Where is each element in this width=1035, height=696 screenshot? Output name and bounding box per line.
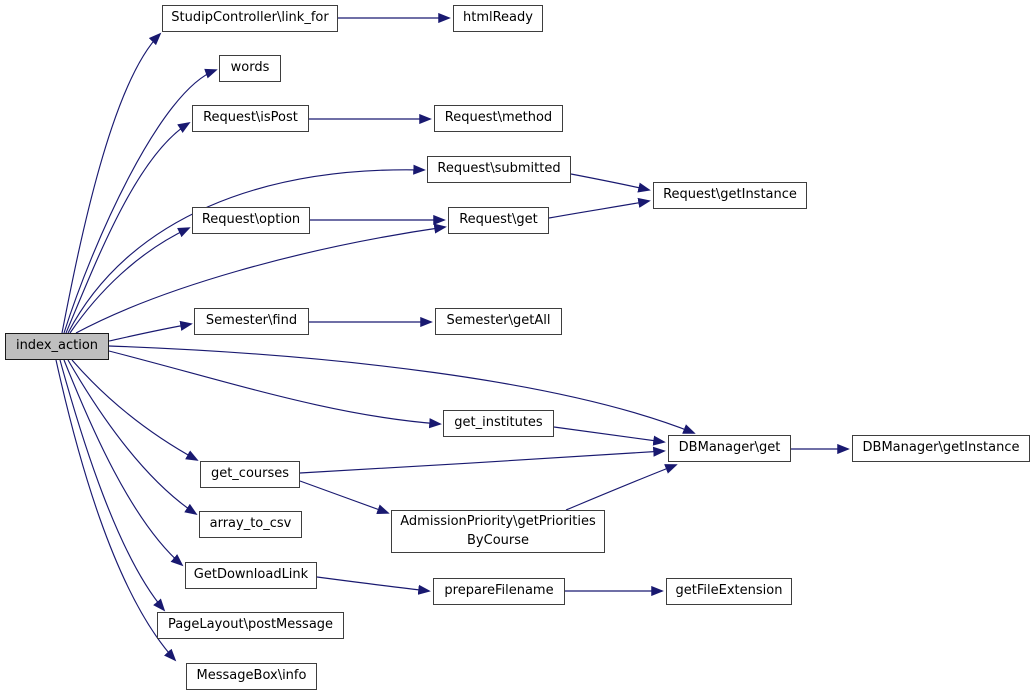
edge-index_action-to-messageBoxInfo xyxy=(55,359,177,662)
node-label: htmlReady xyxy=(463,10,533,26)
edge-index_action-to-postMessage xyxy=(59,359,166,612)
edge-GetDownloadLink-to-prepareFilename xyxy=(316,576,431,595)
edge-index_action-to-link_for xyxy=(61,32,162,334)
node-label: GetDownloadLink xyxy=(193,567,309,583)
node-label: get_courses xyxy=(210,466,290,482)
node-label: Request\getInstance xyxy=(663,187,797,203)
node-requestGetInstance[interactable]: Request\getInstance xyxy=(653,182,807,209)
node-label: DBManager\get xyxy=(678,440,781,456)
node-label: MessageBox\info xyxy=(196,668,307,684)
node-htmlReady[interactable]: htmlReady xyxy=(453,5,543,32)
edge-index_action-to-semesterFind xyxy=(108,320,193,342)
node-link_for[interactable]: StudipController\link_for xyxy=(162,5,338,32)
node-label: StudipController\link_for xyxy=(171,10,329,26)
node-requestGet[interactable]: Request\get xyxy=(448,207,549,234)
edge-index_action-to-get_institutes xyxy=(108,350,442,429)
node-label: Request\isPost xyxy=(203,110,298,126)
edge-index_action-to-get_courses xyxy=(71,359,199,461)
node-label: prepareFilename xyxy=(444,583,554,599)
node-method[interactable]: Request\method xyxy=(434,105,563,132)
node-semesterFind[interactable]: Semester\find xyxy=(194,308,309,335)
node-label: get_institutes xyxy=(454,415,543,431)
edge-get_courses-to-admissionPriority xyxy=(299,480,390,515)
node-option[interactable]: Request\option xyxy=(192,207,310,234)
edge-index_action-to-submitted xyxy=(67,164,426,334)
node-semesterGetAll[interactable]: Semester\getAll xyxy=(435,308,562,335)
node-admissionPriority[interactable]: AdmissionPriority\getPriorities ByCourse xyxy=(391,510,605,553)
node-label: Request\option xyxy=(201,212,301,228)
node-label: words xyxy=(230,60,270,76)
node-label: AdmissionPriority\getPriorities ByCourse xyxy=(400,513,596,548)
node-label: getFileExtension xyxy=(675,583,783,599)
node-GetDownloadLink[interactable]: GetDownloadLink xyxy=(185,562,317,589)
node-prepareFilename[interactable]: prepareFilename xyxy=(433,578,565,605)
node-isPost[interactable]: Request\isPost xyxy=(192,105,309,132)
edge-requestGet-to-requestGetInstance xyxy=(548,197,651,219)
edge-index_action-to-words xyxy=(63,68,218,334)
edge-index_action-to-dbManagerGet xyxy=(108,345,696,434)
node-array_to_csv[interactable]: array_to_csv xyxy=(199,511,302,538)
node-label: DBManager\getInstance xyxy=(862,440,1020,456)
node-label: PageLayout\postMessage xyxy=(167,617,334,633)
node-postMessage[interactable]: PageLayout\postMessage xyxy=(157,612,344,639)
node-dbManagerGet[interactable]: DBManager\get xyxy=(668,435,791,462)
edge-index_action-to-GetDownloadLink xyxy=(63,359,184,567)
edge-admissionPriority-to-dbManagerGet xyxy=(565,464,678,511)
node-submitted[interactable]: Request\submitted xyxy=(427,156,571,183)
node-get_courses[interactable]: get_courses xyxy=(200,461,300,488)
node-label: Request\submitted xyxy=(437,161,561,177)
node-dbManagerGetInstance[interactable]: DBManager\getInstance xyxy=(852,435,1030,462)
node-label: array_to_csv xyxy=(209,516,292,532)
node-label: index_action xyxy=(15,338,99,354)
edge-get_courses-to-dbManagerGet xyxy=(299,446,666,474)
edge-get_institutes-to-dbManagerGet xyxy=(553,426,666,446)
edge-index_action-to-requestGet xyxy=(75,223,447,334)
node-label: Request\get xyxy=(459,212,538,228)
node-label: Request\method xyxy=(444,110,553,126)
edge-submitted-to-requestGetInstance xyxy=(570,173,651,193)
node-messageBoxInfo[interactable]: MessageBox\info xyxy=(186,663,317,690)
edge-index_action-to-option xyxy=(69,227,191,334)
node-get_institutes[interactable]: get_institutes xyxy=(443,410,554,437)
node-index_action[interactable]: index_action xyxy=(5,333,109,360)
node-label: Semester\find xyxy=(205,313,298,329)
node-words[interactable]: words xyxy=(219,55,281,82)
node-label: Semester\getAll xyxy=(446,313,551,329)
edge-index_action-to-isPost xyxy=(65,121,191,334)
edge-index_action-to-array_to_csv xyxy=(67,359,198,516)
node-getFileExtension[interactable]: getFileExtension xyxy=(666,578,792,605)
